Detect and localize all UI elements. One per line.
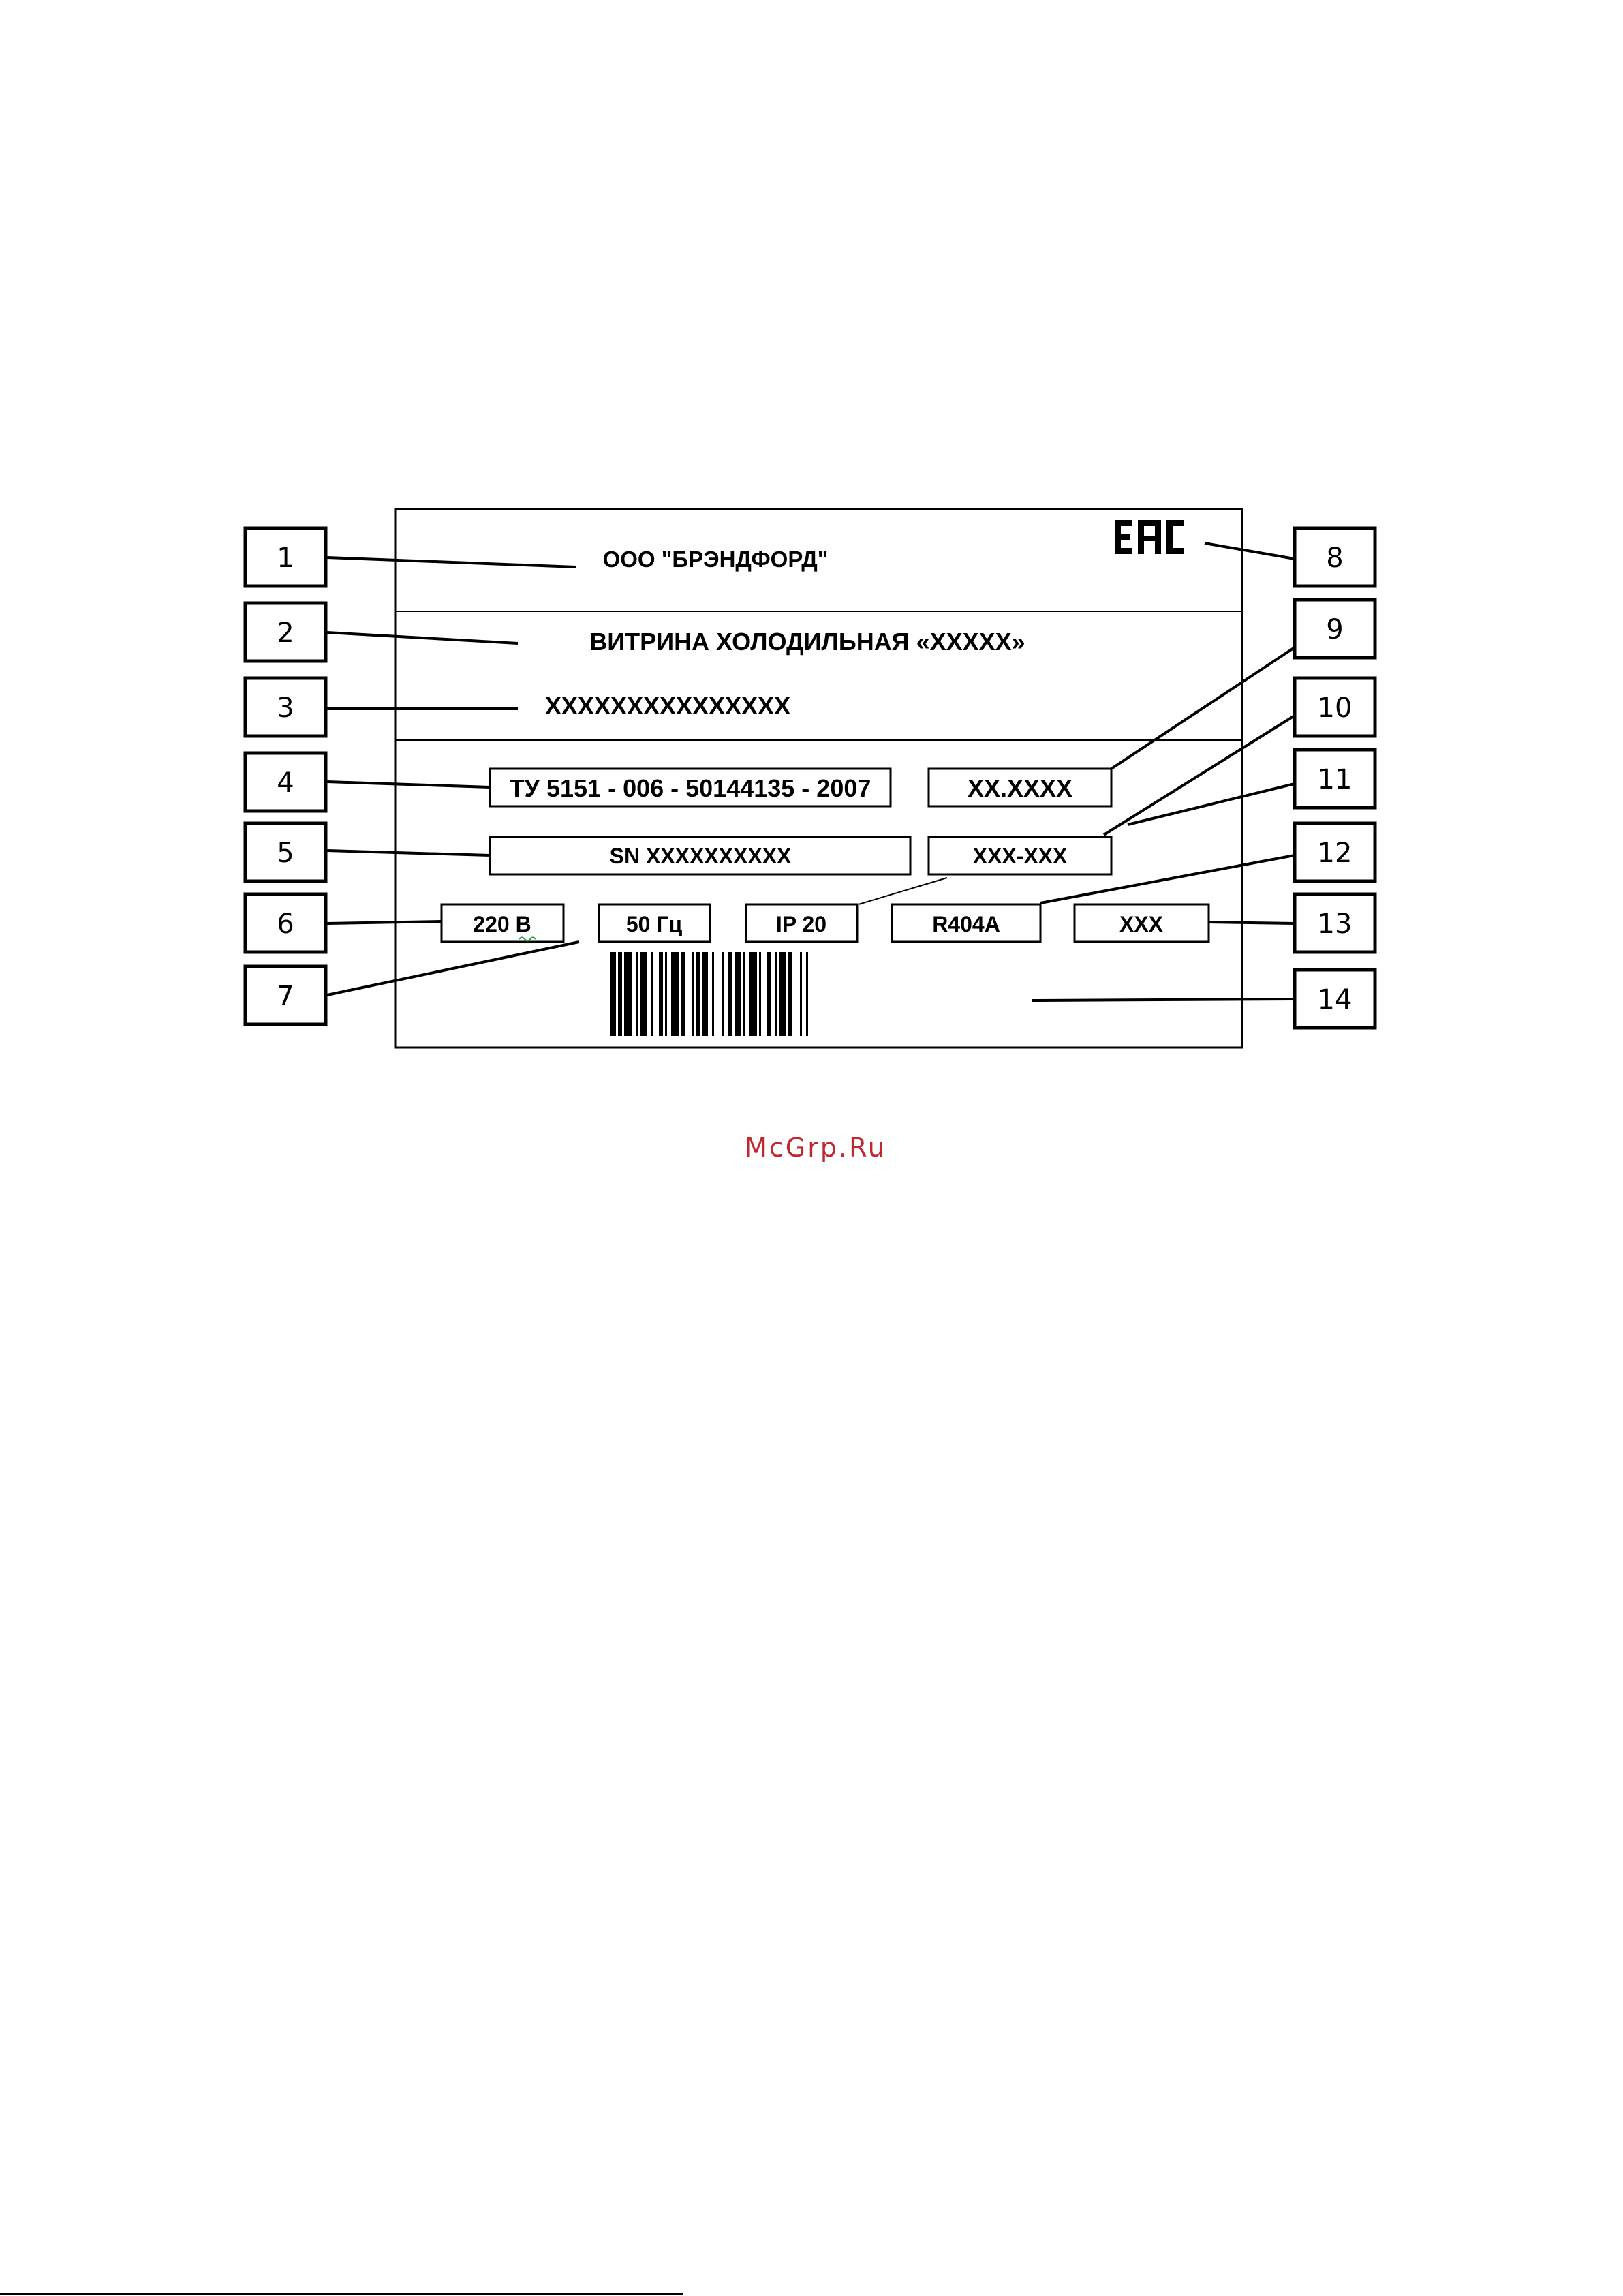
callout-10: 10: [1295, 678, 1375, 736]
svg-text:4: 4: [277, 767, 294, 799]
frequency-text: 50 Гц: [626, 912, 683, 936]
callout-2: 2: [245, 603, 326, 661]
svg-text:8: 8: [1326, 542, 1343, 574]
callout-9: 9: [1295, 600, 1375, 658]
callout-11: 11: [1295, 750, 1375, 808]
svg-text:5: 5: [277, 838, 294, 869]
callout-1: 1: [245, 528, 326, 586]
callout-14: 14: [1295, 970, 1375, 1028]
svg-text:6: 6: [277, 908, 294, 940]
product-name-text: ВИТРИНА ХОЛОДИЛЬНАЯ «XXXXX»: [589, 628, 1025, 656]
svg-text:2: 2: [277, 617, 294, 649]
tech-spec-text: ТУ 5151 - 006 - 50144135 - 2007: [510, 774, 871, 802]
callout-7: 7: [245, 966, 326, 1024]
voltage-text: 220 В: [473, 912, 531, 936]
callout-3: 3: [245, 678, 326, 736]
svg-text:3: 3: [277, 692, 294, 724]
callout-5: 5: [245, 823, 326, 881]
callout-4: 4: [245, 753, 326, 811]
svg-text:10: 10: [1318, 692, 1352, 724]
refrigerant-text: R404A: [932, 912, 1000, 936]
leader-line-13: [1209, 922, 1295, 923]
svg-text:11: 11: [1318, 764, 1352, 795]
model-code-text: XXXXXXXXXXXXXXX: [545, 692, 790, 720]
callout-13: 13: [1295, 894, 1375, 952]
svg-text:9: 9: [1326, 614, 1343, 645]
svg-text:7: 7: [277, 981, 294, 1012]
watermark-text: McGrp.Ru: [745, 1133, 886, 1163]
leader-line-14: [1032, 999, 1295, 1000]
svg-text:14: 14: [1318, 984, 1352, 1015]
svg-text:13: 13: [1318, 908, 1352, 940]
callout-8: 8: [1295, 528, 1375, 586]
manufacturer-text: ООО "БРЭНДФОРД": [603, 547, 829, 572]
svg-text:1: 1: [277, 542, 294, 574]
date-code-text: XX.XXXX: [968, 774, 1072, 802]
ip-rating-text: IP 20: [776, 912, 826, 936]
range-code-text: XXX-XXX: [973, 844, 1068, 868]
callout-6: 6: [245, 894, 326, 952]
callout-12: 12: [1295, 823, 1375, 881]
extra-code-text: XXX: [1119, 912, 1164, 936]
svg-text:12: 12: [1318, 838, 1352, 869]
serial-text: SN XXXXXXXXXX: [610, 844, 792, 868]
